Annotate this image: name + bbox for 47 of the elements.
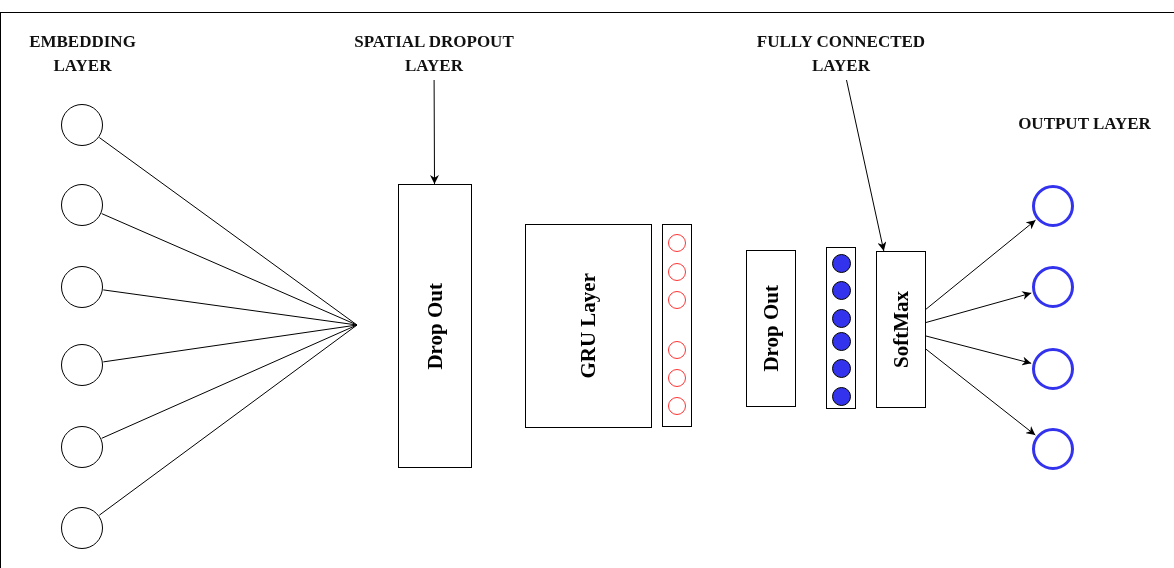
neuron-circle [831, 358, 851, 378]
neuron-circle [668, 291, 686, 309]
layer-label: SoftMax [888, 291, 914, 368]
neuron-circle [61, 104, 103, 146]
neuron-circle [61, 184, 103, 226]
arrow [925, 291, 1032, 323]
layer-heading: SPATIAL DROPOUT LAYER [324, 30, 544, 80]
connector-line [102, 289, 358, 326]
neuron-circle [61, 266, 103, 308]
neuron-circle [831, 253, 851, 273]
arrow [925, 219, 1036, 310]
neuron-circle [668, 369, 686, 387]
neuron-circle [61, 426, 103, 468]
layer-heading: OUTPUT LAYER [1017, 113, 1152, 135]
layer-box [398, 184, 472, 468]
neuron-circle [831, 280, 851, 300]
arrow [429, 79, 439, 185]
connector-line [101, 324, 358, 439]
layer-heading: EMBEDDING LAYER [28, 31, 137, 77]
connector-line [98, 324, 358, 516]
connector-line [101, 213, 358, 326]
neuron-circle [668, 263, 686, 281]
layer-box [525, 224, 652, 428]
connector-line [98, 137, 358, 326]
neuron-circle [668, 341, 686, 359]
layer-label: Drop Out [422, 282, 448, 370]
neuron-circle [668, 397, 686, 415]
layer-box [746, 250, 796, 407]
arrow [925, 348, 1036, 436]
neuron-circle [831, 331, 851, 351]
neuron-circle [668, 234, 686, 252]
neuron-circle [61, 507, 103, 549]
layer-label: GRU Layer [576, 273, 601, 379]
neuron-column [662, 224, 692, 427]
neuron-column [826, 247, 856, 409]
layer-label: Drop Out [758, 285, 784, 372]
layer-heading: FULLY CONNECTED LAYER [731, 30, 951, 80]
arrow [925, 335, 1032, 366]
neuron-circle [831, 386, 851, 406]
arrow [846, 79, 887, 252]
neuron-circle [1032, 185, 1074, 227]
neuron-circle [1032, 428, 1074, 470]
neuron-circle [831, 308, 851, 328]
neuron-circle [1032, 266, 1074, 308]
neuron-circle [1032, 348, 1074, 390]
layer-box [876, 251, 926, 408]
neuron-circle [61, 344, 103, 386]
